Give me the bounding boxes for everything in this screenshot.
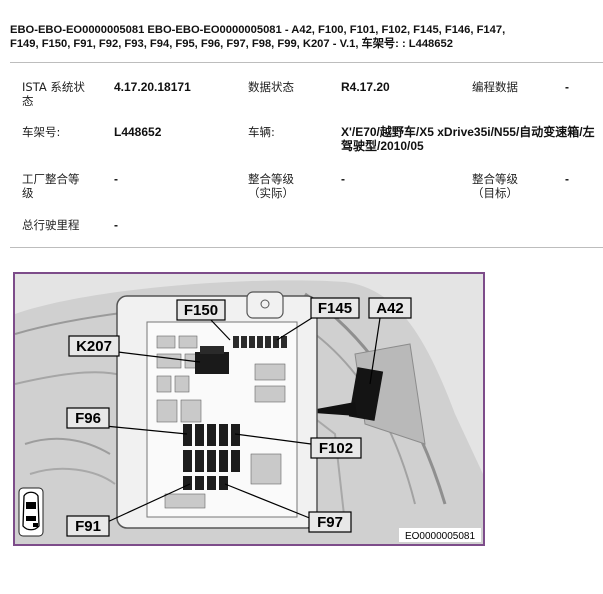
- vin-label: 车架号:: [22, 125, 61, 139]
- info-divider: [10, 247, 603, 248]
- vehicle-value: X'/E70/越野车/X5 xDrive35i/N55/自动变速箱/左驾驶型/2…: [341, 125, 595, 153]
- actual-level-value: -: [341, 172, 345, 186]
- callout-f102: F102: [310, 437, 362, 459]
- title-line-1: EBO-EBO-EO0000005081 EBO-EBO-EO000000508…: [10, 24, 506, 36]
- svg-text:F97: F97: [317, 514, 343, 531]
- target-level-value: -: [565, 172, 569, 186]
- factory-level-value: -: [114, 172, 118, 186]
- header-divider: [10, 62, 603, 63]
- target-level-label: 整合等级（目标）: [472, 172, 518, 200]
- vehicle-label: 车辆:: [248, 125, 275, 139]
- callout-f97: F97: [308, 511, 352, 533]
- vin-value: L448652: [114, 125, 162, 139]
- actual-level-label: 整合等级（实际）: [248, 172, 294, 200]
- svg-text:K207: K207: [76, 338, 112, 355]
- callout-f150: F150: [176, 299, 226, 321]
- programming-label: 编程数据: [472, 80, 518, 94]
- factory-level-label: 工厂整合等级: [22, 172, 80, 200]
- mileage-value: -: [114, 218, 118, 232]
- svg-text:A42: A42: [376, 300, 404, 317]
- figure-code-label: EO0000005081: [399, 528, 481, 542]
- callout-k207: K207: [68, 335, 120, 357]
- title-line-2: F149, F150, F91, F92, F93, F94, F95, F96…: [10, 38, 453, 50]
- svg-text:F150: F150: [184, 302, 218, 319]
- data-status-label: 数据状态: [248, 80, 294, 94]
- car-orientation-icon: [18, 487, 44, 537]
- callout-f145: F145: [310, 297, 360, 319]
- callout-a42: A42: [368, 297, 412, 319]
- svg-text:F102: F102: [319, 440, 353, 457]
- svg-text:F91: F91: [75, 518, 101, 535]
- svg-text:F96: F96: [75, 410, 101, 427]
- svg-text:F145: F145: [318, 300, 352, 317]
- programming-value: -: [565, 80, 569, 94]
- mileage-label: 总行驶里程: [22, 218, 80, 232]
- ista-value: 4.17.20.18171: [114, 80, 191, 94]
- fuse-box-figure: F150 F145 A42 K207 F96 F102 F91 F97: [13, 272, 485, 546]
- document-title: EBO-EBO-EO0000005081 EBO-EBO-EO000000508…: [10, 23, 603, 51]
- data-status-value: R4.17.20: [341, 80, 390, 94]
- svg-text:EO0000005081: EO0000005081: [405, 531, 476, 542]
- ista-label: ISTA 系统状态: [22, 80, 85, 108]
- callout-f96: F96: [66, 407, 110, 429]
- callout-f91: F91: [66, 515, 110, 537]
- fuse-box-illustration: F150 F145 A42 K207 F96 F102 F91 F97: [15, 274, 483, 544]
